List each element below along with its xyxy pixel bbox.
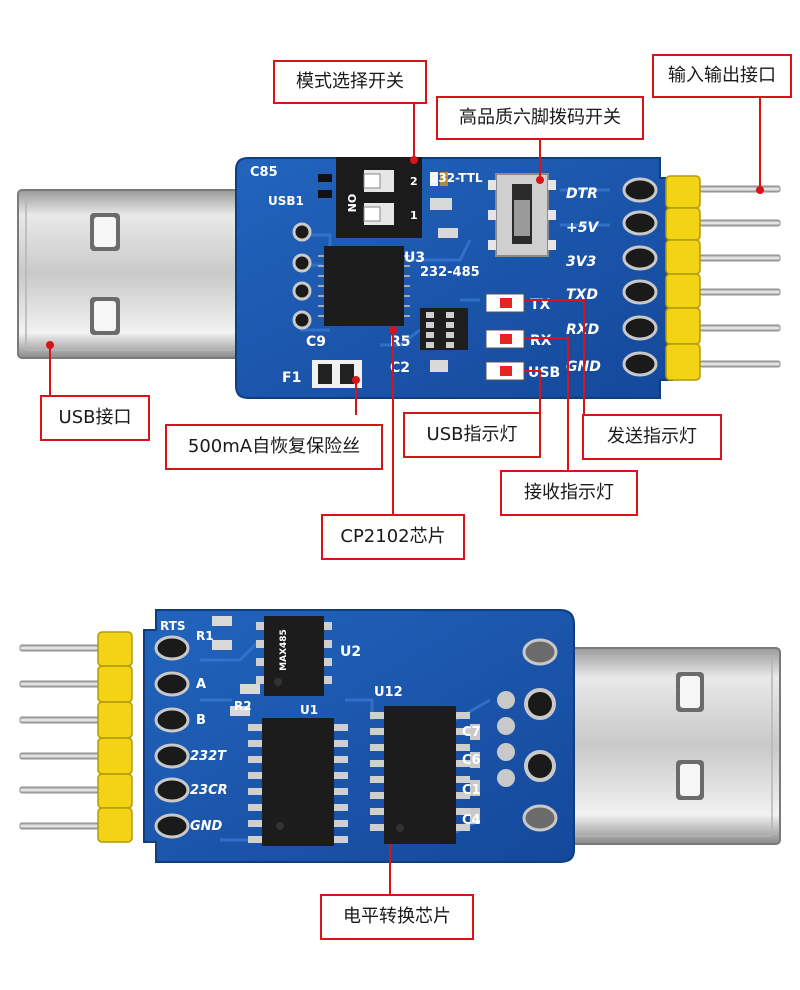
silk-sw2: 2 <box>410 175 418 188</box>
level-chip-u12 <box>370 706 470 844</box>
top-leader-lines <box>49 75 761 515</box>
silk-ttl: 232-TTL <box>430 171 483 185</box>
pin-header-bottom <box>19 631 133 843</box>
silk-b: B <box>196 713 206 728</box>
label-tx-led: 发送指示灯 <box>582 414 722 460</box>
top-silkscreen: C85 USB1 U3 232-TTL 232-485 DTR +5V 3V3 … <box>250 165 601 386</box>
silk-c4: C4 <box>462 813 481 828</box>
label-rx-led: 接收指示灯 <box>500 470 638 516</box>
silk-u2: U2 <box>340 644 361 660</box>
leader-dots <box>46 156 764 384</box>
silk-485: 232-485 <box>420 265 480 280</box>
silk-sw1: 1 <box>410 209 418 222</box>
silk-gnd-b: GND <box>190 819 223 834</box>
silk-rx: RX <box>530 333 552 349</box>
header-pads <box>622 177 658 377</box>
silk-r1: R1 <box>196 629 214 643</box>
silk-232t: 232T <box>190 749 227 764</box>
silk-u1: U1 <box>300 703 318 717</box>
label-level-chip: 电平转换芯片 <box>320 894 474 940</box>
silk-usb1: USB1 <box>268 194 304 208</box>
bottom-silkscreen: RTS R1 A B 232T 23CR GND R2 U1 U2 U12 C7… <box>160 619 481 834</box>
label-dip-switch: 高品质六脚拨码开关 <box>436 96 644 140</box>
silk-c9: C9 <box>306 334 326 350</box>
smd-parts <box>312 172 468 388</box>
silk-f1: F1 <box>282 370 301 386</box>
mode-dip-switch[interactable]: ON 2 1 <box>336 157 422 238</box>
top-board: ON 2 1 <box>17 157 781 399</box>
silk-c2: C2 <box>390 360 410 376</box>
tx-led <box>485 293 525 313</box>
label-mode-switch: 模式选择开关 <box>273 60 427 104</box>
silk-max485: MAX485 <box>279 629 289 671</box>
silk-5v: +5V <box>566 220 599 236</box>
rx-led <box>485 329 525 349</box>
label-io-port: 输入输出接口 <box>652 54 792 98</box>
usb-led <box>485 361 525 381</box>
silk-u12: U12 <box>374 685 403 700</box>
bottom-board: MAX485 <box>19 609 781 863</box>
six-pin-slide-switch[interactable] <box>488 173 556 257</box>
silk-r5: R5 <box>390 334 411 350</box>
header-pads-bottom <box>154 635 190 839</box>
silk-on: ON <box>345 194 358 213</box>
level-chip-u1 <box>248 718 348 846</box>
silk-a: A <box>196 677 206 692</box>
silk-rts: RTS <box>160 619 186 633</box>
usb-pads <box>292 222 312 330</box>
silk-c7: C7 <box>462 725 481 740</box>
silk-dtr: DTR <box>566 186 598 202</box>
label-fuse: 500mA自恢复保险丝 <box>165 424 383 470</box>
label-cp2102: CP2102芯片 <box>321 514 465 560</box>
silk-c85: C85 <box>250 165 278 180</box>
usb-pads-bottom <box>497 638 558 832</box>
smd-parts-bottom <box>212 616 480 824</box>
silk-u3: U3 <box>404 250 425 266</box>
cp2102-chip <box>318 246 410 326</box>
silk-c6: C6 <box>462 753 481 768</box>
silk-3v3: 3V3 <box>566 254 596 270</box>
label-usb-port: USB接口 <box>40 395 150 441</box>
usb-plug-bottom <box>561 647 781 845</box>
silk-r2: R2 <box>234 699 252 713</box>
pin-header <box>665 175 781 381</box>
silk-usb: USB <box>528 365 560 381</box>
label-usb-led: USB指示灯 <box>403 412 541 458</box>
silk-rxd: RXD <box>566 322 599 338</box>
silk-c1: C1 <box>462 783 481 798</box>
max485-chip: MAX485 <box>256 616 332 696</box>
silk-232r: 23CR <box>190 783 228 798</box>
